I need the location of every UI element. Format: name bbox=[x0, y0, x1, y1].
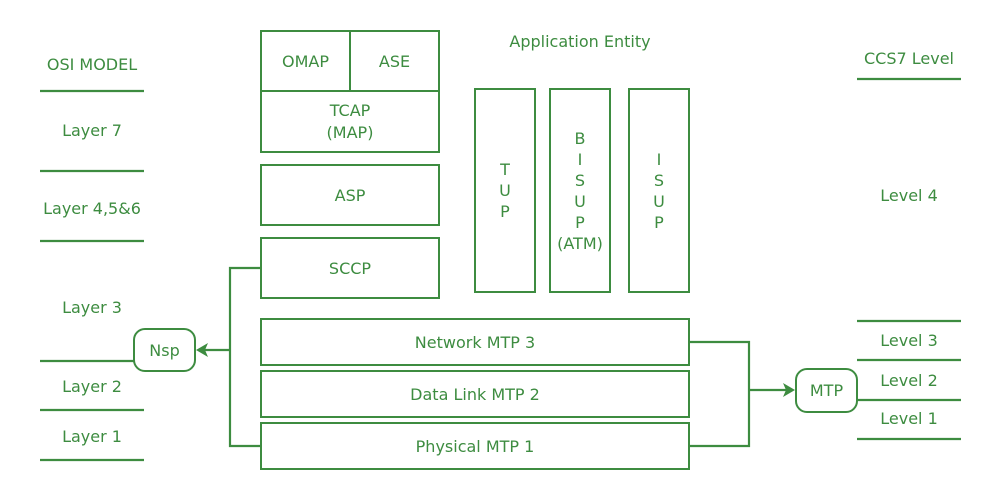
tup-letter: T bbox=[500, 160, 510, 179]
mtp-arrow-head bbox=[783, 383, 795, 397]
omap-label: OMAP bbox=[282, 51, 329, 71]
network-mtp3-label: Network MTP 3 bbox=[414, 332, 536, 352]
data-link-mtp2-block: Data Link MTP 2 bbox=[260, 370, 690, 418]
isup-letter: U bbox=[653, 191, 665, 211]
physical-mtp1-block: Physical MTP 1 bbox=[260, 422, 690, 470]
nsp-arrow-head bbox=[196, 343, 208, 357]
osi-layer-3: Layer 3 bbox=[62, 298, 122, 317]
isup-letter: S bbox=[653, 170, 665, 190]
ccs7-level-header: CCS7 Level bbox=[864, 49, 954, 68]
application-entity-label: Application Entity bbox=[509, 32, 651, 51]
tup-block: T U P bbox=[474, 88, 536, 293]
osi-layer-1: Layer 1 bbox=[62, 427, 122, 446]
sccp-label: SCCP bbox=[328, 258, 372, 278]
ase-block: ASE bbox=[349, 30, 440, 92]
ccs7-level-3: Level 3 bbox=[880, 331, 938, 350]
data-link-mtp2-label: Data Link MTP 2 bbox=[410, 384, 540, 404]
osi-layer-4-5-6: Layer 4,5&6 bbox=[43, 199, 141, 218]
osi-model-header: OSI MODEL bbox=[46, 55, 138, 74]
ccs7-level-1: Level 1 bbox=[880, 409, 938, 428]
nsp-node: Nsp bbox=[133, 328, 196, 372]
ase-label: ASE bbox=[378, 51, 411, 71]
ccs7-level-2: Level 2 bbox=[880, 371, 938, 390]
osi-layer-7: Layer 7 bbox=[62, 121, 122, 140]
bisup-atm-label: (ATM) bbox=[557, 233, 603, 253]
mtp-node: MTP bbox=[795, 368, 858, 413]
mtp-label: MTP bbox=[809, 381, 844, 400]
bisup-block: B I S U P (ATM) bbox=[549, 88, 611, 293]
sccp-block: SCCP bbox=[260, 237, 440, 299]
asp-label: ASP bbox=[334, 185, 366, 205]
tcap-label: TCAP bbox=[329, 100, 371, 120]
isup-letter: I bbox=[656, 149, 662, 169]
tup-letter: U bbox=[499, 181, 511, 200]
nsp-bracket-connector bbox=[228, 266, 260, 448]
physical-mtp1-label: Physical MTP 1 bbox=[415, 436, 535, 456]
isup-letter: P bbox=[654, 212, 664, 232]
osi-layer-2: Layer 2 bbox=[62, 377, 122, 396]
omap-block: OMAP bbox=[260, 30, 351, 92]
ccs7-level-4: Level 4 bbox=[880, 186, 938, 205]
bisup-letter: S bbox=[574, 170, 586, 190]
nsp-label: Nsp bbox=[149, 340, 180, 360]
bisup-letter: I bbox=[577, 149, 583, 169]
tup-letter: P bbox=[500, 202, 510, 221]
bisup-letter: B bbox=[574, 128, 586, 148]
tcap-map-label: (MAP) bbox=[326, 122, 374, 142]
mtp-bracket-connector bbox=[689, 340, 751, 448]
bisup-letter: P bbox=[575, 212, 585, 232]
network-mtp3-block: Network MTP 3 bbox=[260, 318, 690, 366]
bisup-letter: U bbox=[574, 191, 586, 211]
isup-block: I S U P bbox=[628, 88, 690, 293]
tcap-block: TCAP (MAP) bbox=[260, 90, 440, 153]
asp-block: ASP bbox=[260, 164, 440, 226]
